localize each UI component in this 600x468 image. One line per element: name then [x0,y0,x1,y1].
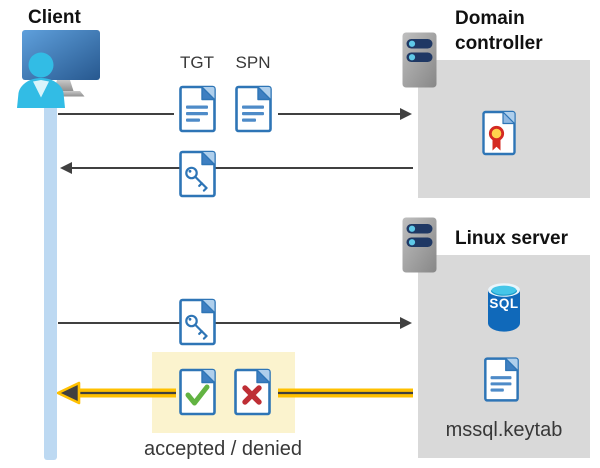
sql-database-icon [488,283,520,332]
keytab-document-icon [484,357,519,402]
server-icon [402,217,437,273]
sql-database-label: SQL [489,296,519,311]
request-arrow-tgt-spn [58,108,412,120]
client-user-monitor-icon [17,30,100,108]
linux-server-title: Linux server [455,228,568,249]
request-arrow-service-ticket [58,317,412,329]
spn-label: SPN [235,53,271,72]
domain-controller-title: Domain controller [455,8,543,55]
server-icon [402,32,437,88]
keytab-label: mssql.keytab [445,419,563,441]
key-document-icon [179,150,216,198]
spn-document-icon [235,85,272,133]
certificate-document-icon [482,110,516,156]
accepted-denied-label: accepted / denied [144,438,302,460]
tgt-document-icon [179,85,216,133]
client-title: Client [28,7,81,28]
tgt-label: TGT [180,53,214,72]
response-arrow-ticket [60,162,413,174]
x-document-icon [234,368,271,416]
check-document-icon [179,368,216,416]
client-timeline-bar [44,94,57,460]
result-arrow-accepted-denied [57,381,413,405]
key-document-icon [179,298,216,346]
